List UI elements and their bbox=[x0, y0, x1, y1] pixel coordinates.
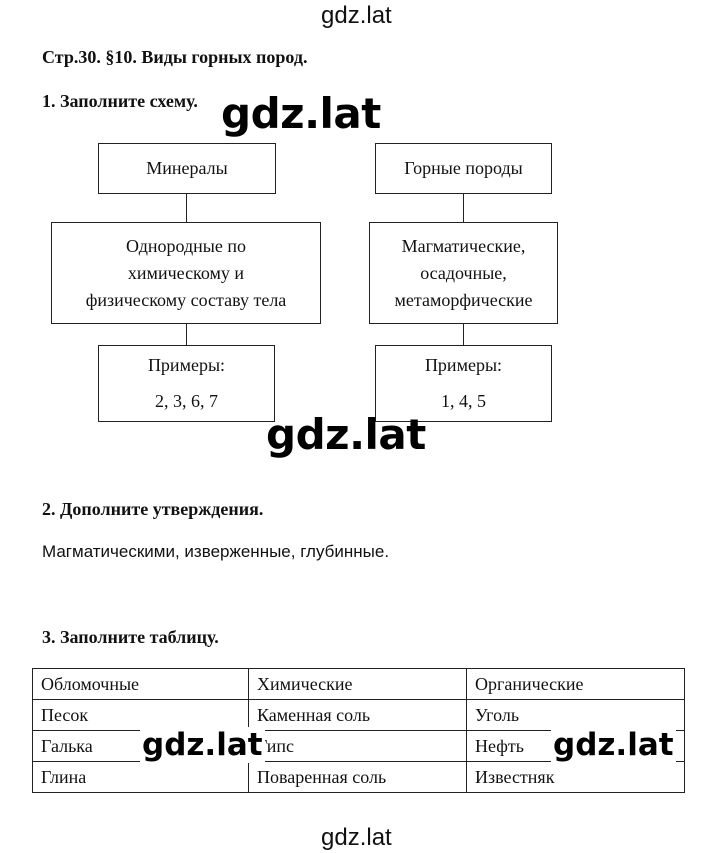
table-row: Песок Каменная соль Уголь bbox=[32, 699, 685, 731]
watermark-overlay-2: gdz.lat bbox=[266, 410, 426, 459]
minerals-definition-line: физическому составу тела bbox=[85, 289, 287, 310]
minerals-examples-box: Примеры: 2, 3, 6, 7 bbox=[98, 345, 275, 422]
task1-heading: 1. Заполните схему. bbox=[42, 91, 198, 111]
rocks-definition-line: Магматические, bbox=[401, 235, 526, 256]
examples-values: 1, 4, 5 bbox=[441, 391, 486, 411]
rocks-table: Обломочные Химические Органические Песок… bbox=[32, 668, 685, 793]
connector-line bbox=[463, 324, 464, 345]
table-cell: Органические bbox=[466, 668, 685, 700]
table-cell: Уголь bbox=[466, 699, 685, 731]
minerals-definition-line: химическому и bbox=[127, 262, 245, 283]
page-title: Стр.30. §10. Виды горных пород. bbox=[42, 47, 308, 67]
table-cell: Обломочные bbox=[32, 668, 249, 700]
rocks-examples-box: Примеры: 1, 4, 5 bbox=[375, 345, 552, 422]
table-cell: Глина bbox=[32, 761, 249, 793]
watermark-overlay-3: gdz.lat bbox=[140, 727, 265, 763]
table-cell: Каменная соль bbox=[248, 699, 467, 731]
examples-values: 2, 3, 6, 7 bbox=[155, 391, 218, 411]
rocks-title: Горные породы bbox=[404, 158, 523, 178]
rocks-definition-line: метаморфические bbox=[394, 289, 533, 310]
table-cell: Поваренная соль bbox=[248, 761, 467, 793]
rocks-box: Горные породы bbox=[375, 143, 552, 194]
examples-label: Примеры: bbox=[147, 355, 226, 375]
watermark-overlay-1: gdz.lat bbox=[221, 89, 381, 138]
rocks-definition-box: Магматические, осадочные, метаморфически… bbox=[369, 222, 558, 324]
table-cell: Известняк bbox=[466, 761, 685, 793]
minerals-title: Минералы bbox=[146, 158, 228, 178]
connector-line bbox=[186, 324, 187, 345]
table-row: Обломочные Химические Органические bbox=[32, 668, 685, 700]
rocks-definition-line: осадочные, bbox=[420, 262, 507, 283]
table-cell: Химические bbox=[248, 668, 467, 700]
examples-label: Примеры: bbox=[424, 355, 503, 375]
task2-answer: Магматическими, изверженные, глубинные. bbox=[42, 542, 390, 561]
minerals-definition-line: Однородные по bbox=[125, 235, 247, 256]
task2-heading: 2. Дополните утверждения. bbox=[42, 499, 264, 519]
watermark-bottom: gdz.lat bbox=[321, 824, 392, 851]
connector-line bbox=[463, 194, 464, 222]
table-cell: Гипс bbox=[248, 730, 467, 762]
watermark-overlay-4: gdz.lat bbox=[551, 727, 676, 763]
table-row: Глина Поваренная соль Известняк bbox=[32, 761, 685, 793]
watermark-top: gdz.lat bbox=[321, 2, 392, 29]
task3-heading: 3. Заполните таблицу. bbox=[42, 627, 219, 647]
minerals-box: Минералы bbox=[98, 143, 276, 194]
connector-line bbox=[186, 194, 187, 222]
table-cell: Песок bbox=[32, 699, 249, 731]
minerals-definition-box: Однородные по химическому и физическому … bbox=[51, 222, 321, 324]
